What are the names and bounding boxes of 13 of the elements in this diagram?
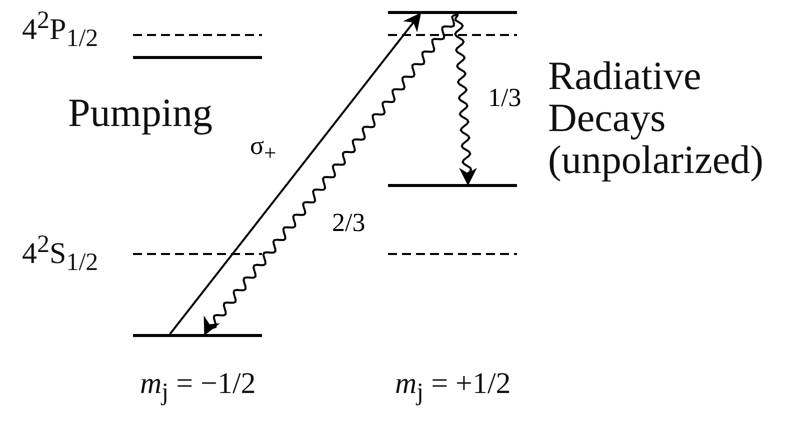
wavy-arrow <box>204 13 458 336</box>
wavy-arrow <box>454 14 477 186</box>
arrow <box>169 12 422 335</box>
process-label: Pumping <box>68 92 212 134</box>
level-label: 4$^{2}$P$_{1/2}$ <box>22 8 98 52</box>
level-label: 4$^{2}$S$_{1/2}$ <box>22 232 98 276</box>
energy-level-line <box>133 56 262 59</box>
energy-level-line <box>133 334 262 337</box>
energy-level-line <box>388 11 517 14</box>
process-label: Radiative Decays (unpolarized) <box>548 55 764 181</box>
quantum-number-label: m$_{j}$ = −1/2 <box>140 368 256 406</box>
energy-level-line <box>388 184 517 187</box>
quantum-number-label: m$_{j}$ = +1/2 <box>395 368 511 406</box>
